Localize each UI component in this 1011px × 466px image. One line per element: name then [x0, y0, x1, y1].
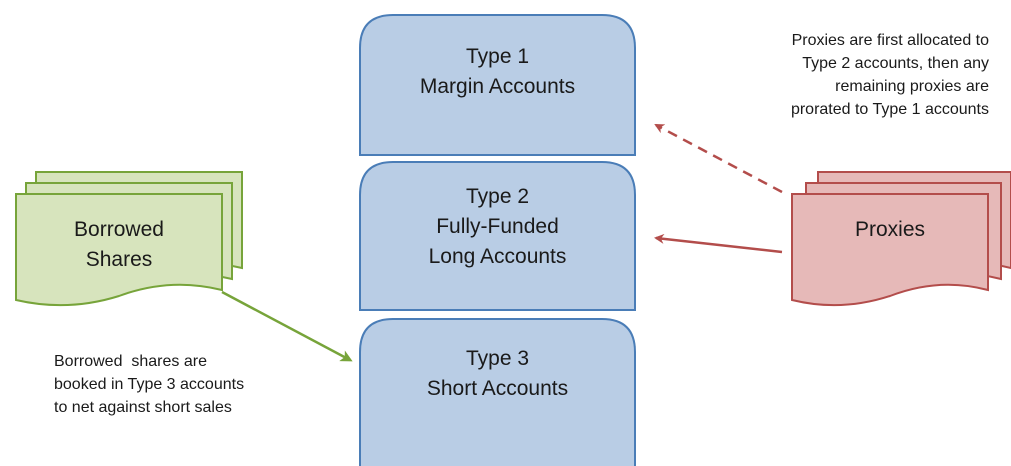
proxies-note-line3: remaining proxies are: [835, 78, 989, 95]
borrowed-to-type3-arrow: [221, 290, 353, 362]
borrowed-note-line2: booked in Type 3 accounts: [54, 376, 245, 393]
type2-account-box: [359, 161, 636, 311]
type2-title: Type 2: [465, 185, 530, 208]
type3-title: Type 3: [465, 347, 530, 370]
proxies-note-line4: prorated to Type 1 accounts: [790, 101, 989, 118]
proxies-to-type2-arrow: [654, 233, 783, 254]
type2-label: Type 2 Fully-Funded Long Accounts: [360, 182, 635, 272]
type2-subtitle-2: Long Accounts: [428, 245, 567, 268]
type1-label: Type 1 Margin Accounts: [360, 42, 635, 102]
borrowed-shares-document-stack: [15, 171, 243, 307]
borrowed-shares-label: Borrowed Shares: [16, 210, 222, 280]
borrowed-note-line1: Borrowed shares are: [54, 353, 207, 370]
borrowed-shares-line1: Borrowed: [74, 218, 164, 241]
type1-subtitle: Margin Accounts: [419, 75, 576, 98]
type3-account-box: [359, 318, 636, 466]
type1-account-box: [359, 14, 636, 156]
proxies-text: Proxies: [854, 218, 926, 241]
proxies-note-line1: Proxies are first allocated to: [791, 32, 989, 49]
borrowed-note-line3: to net against short sales: [54, 399, 232, 416]
type3-label: Type 3 Short Accounts: [360, 344, 635, 404]
type1-title: Type 1: [465, 45, 530, 68]
proxies-to-type1-arrow: [654, 123, 783, 194]
borrowed-shares-line2: Shares: [85, 248, 153, 271]
type3-subtitle: Short Accounts: [426, 377, 569, 400]
proxies-label: Proxies: [792, 210, 988, 250]
borrowed-shares-note: Borrowed shares are booked in Type 3 acc…: [54, 350, 244, 419]
proxies-document-stack: [791, 171, 1011, 307]
proxies-note-line2: Type 2 accounts, then any: [802, 55, 989, 72]
proxies-allocation-note: Proxies are first allocated to Type 2 ac…: [791, 29, 989, 121]
type2-subtitle-1: Fully-Funded: [436, 215, 559, 238]
